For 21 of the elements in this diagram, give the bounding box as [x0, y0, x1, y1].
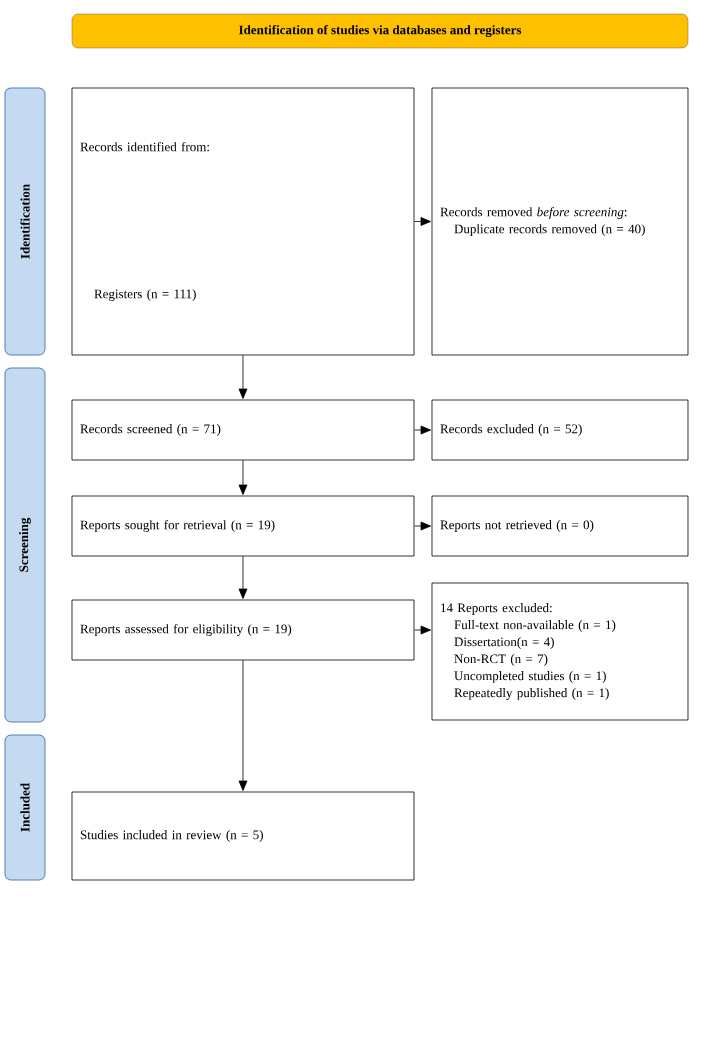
stage-band: Screening: [4, 367, 46, 723]
arrow: [414, 625, 431, 635]
arrow: [238, 660, 248, 791]
arrow: [414, 217, 431, 226]
process-box: 14 Reports excluded: Full-text non-available (n = 1) Dissertation(n = 4) Non-RCT (n = 7) Uncompleted studies (n = 1) Repeatedly published (n = 1): [431, 582, 689, 721]
process-box: Reports not retrieved (n = 0): [431, 495, 689, 557]
stage-band: Included: [4, 734, 46, 881]
process-box: Records screened (n = 71): [71, 399, 415, 461]
process-box: Records identified from: Registers (n = 111): [71, 87, 415, 356]
arrow: [238, 556, 248, 599]
arrow: [414, 425, 431, 435]
section-banner: Identification of studies via databases and registers: [71, 13, 689, 49]
process-box: Reports sought for retrieval (n = 19): [71, 495, 415, 557]
arrow: [414, 521, 431, 531]
arrow: [238, 355, 248, 399]
stage-band: Identification: [4, 87, 46, 356]
process-box: Records removed before screening: Duplicate records removed (n = 40): [431, 87, 689, 356]
process-box: Studies included in review (n = 5): [71, 791, 415, 881]
process-box: Reports assessed for eligibility (n = 19): [71, 599, 415, 661]
process-box: Records excluded (n = 52): [431, 399, 689, 461]
arrow: [238, 460, 248, 495]
